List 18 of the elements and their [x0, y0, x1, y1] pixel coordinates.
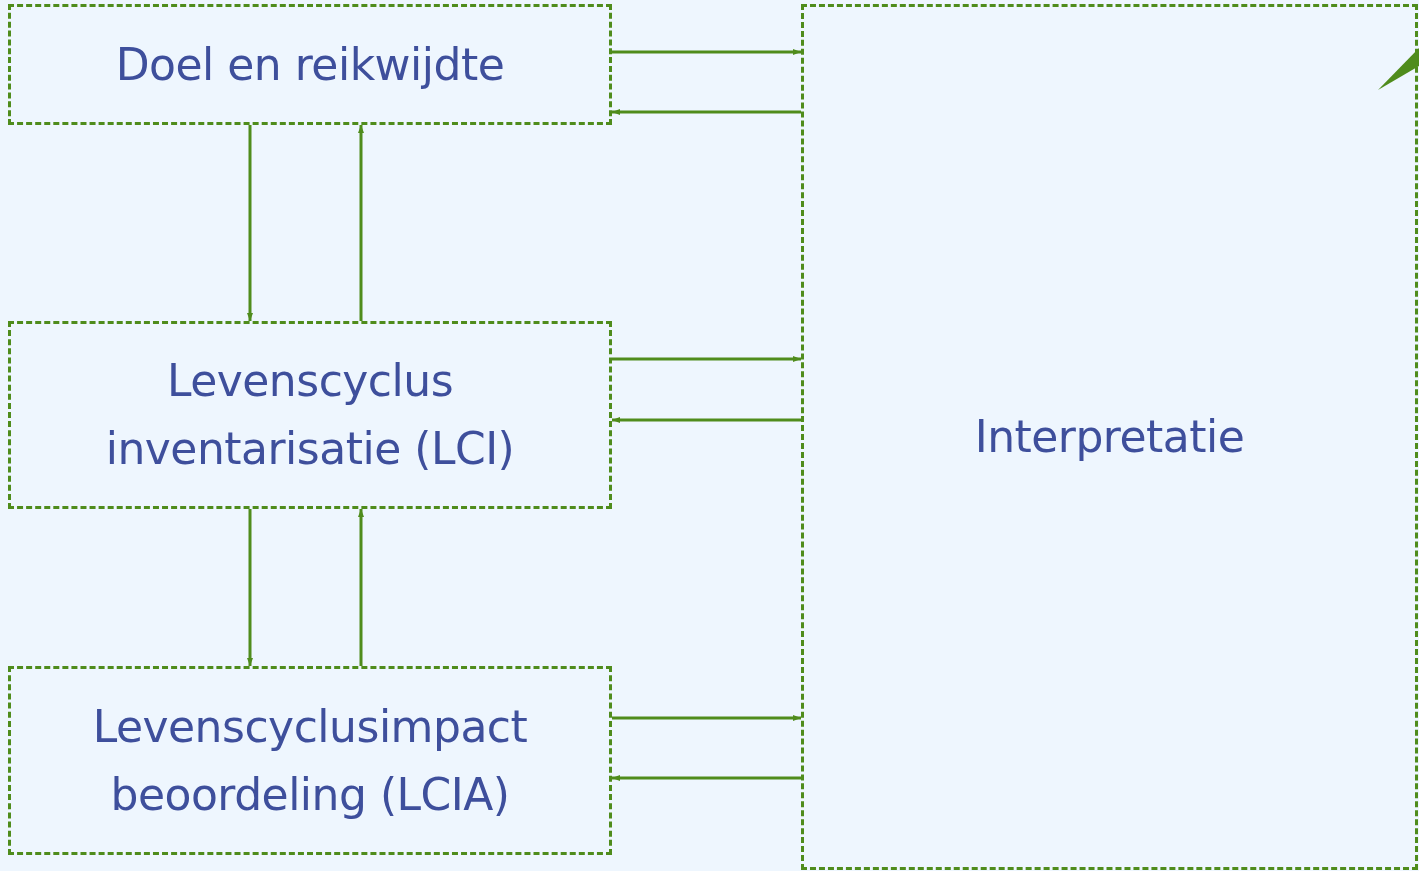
arrow — [612, 109, 801, 115]
box-label: Levenscyclusimpact beoordeling (LCIA) — [91, 699, 529, 822]
process-box — [801, 4, 1418, 870]
arrow — [358, 125, 364, 321]
arrow — [358, 509, 364, 666]
arrow — [612, 715, 801, 721]
box-label: Levenscyclus inventarisatie (LCI) — [104, 354, 516, 476]
box-label: Interpretatie — [974, 410, 1245, 464]
process-box — [8, 4, 612, 125]
box-label: Doel en reikwijdte — [115, 37, 505, 92]
arrow — [612, 417, 801, 423]
arrow — [612, 49, 801, 55]
arrow — [612, 775, 801, 781]
arrow — [247, 509, 253, 666]
arrow — [247, 125, 253, 321]
arrow — [612, 356, 801, 362]
process-box — [8, 321, 612, 509]
process-box — [8, 666, 612, 855]
